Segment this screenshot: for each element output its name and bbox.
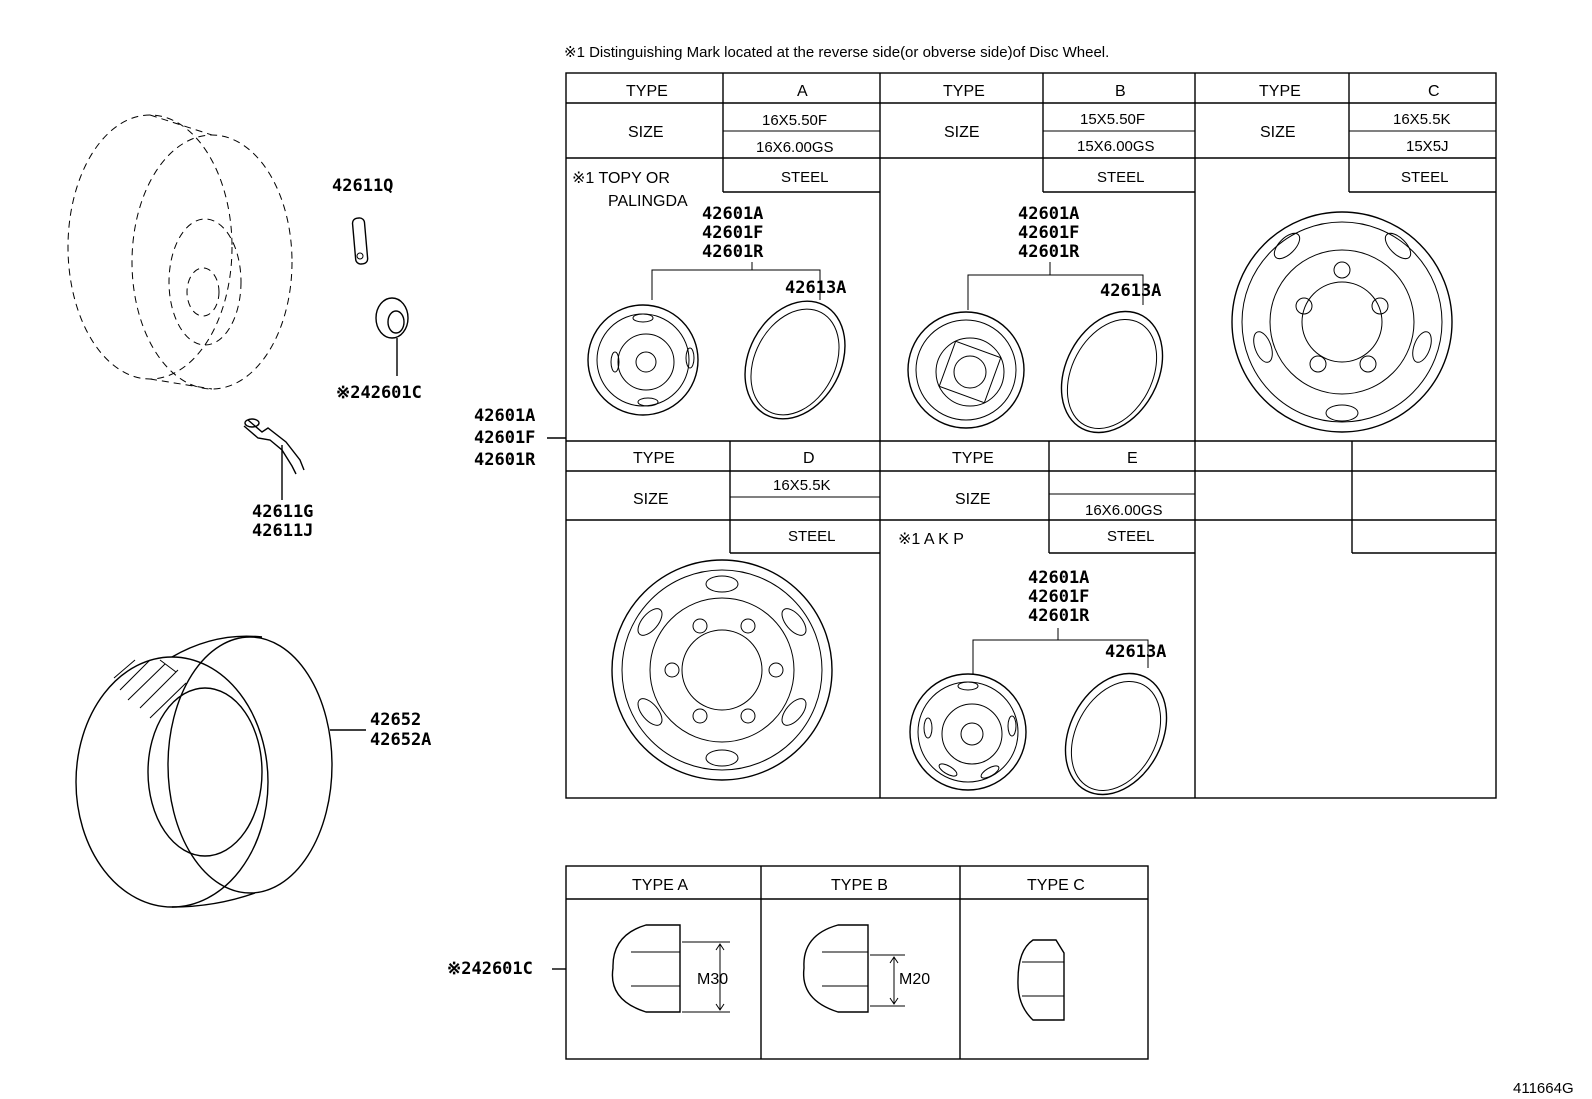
nut-type-c-label: TYPE C (1027, 877, 1085, 894)
size-e-label: SIZE (955, 491, 991, 508)
wheel-type-d-icon (611, 559, 833, 781)
pn-b-1: 42601A (1018, 204, 1079, 224)
type-b-value: B (1115, 83, 1126, 100)
pn-a-2: 42601F (702, 223, 763, 243)
size-b-2: 15X6.00GS (1077, 138, 1155, 155)
tire-icon (75, 635, 366, 908)
pn-b-3: 42601R (1018, 242, 1080, 262)
nut-type-b-icon (802, 924, 905, 1013)
size-b-1: 15X5.50F (1080, 111, 1145, 128)
part-number-wheel-ref-2: 42601F (474, 428, 535, 448)
size-c-1: 16X5.5K (1393, 111, 1451, 128)
ring-e: 42613A (1105, 642, 1166, 662)
nut-type-a-label: TYPE A (632, 877, 688, 894)
nut-dim-a: M30 (697, 971, 728, 988)
type-a-value: A (797, 83, 808, 100)
size-a-2: 16X6.00GS (756, 139, 834, 156)
nut-dim-b: M20 (899, 971, 930, 988)
size-a-1: 16X5.50F (762, 112, 827, 129)
mark-a-2: PALINGDA (608, 193, 688, 210)
type-c-label: TYPE (1259, 83, 1301, 100)
part-number-valve-2: 42611J (252, 521, 313, 541)
disc-wheel-outline (67, 114, 293, 390)
material-a: STEEL (781, 169, 829, 186)
size-c-2: 15X5J (1406, 138, 1449, 155)
ring-b: 42613A (1100, 281, 1161, 301)
pn-e-1: 42601A (1028, 568, 1089, 588)
size-d-1: 16X5.5K (773, 477, 831, 494)
pn-e-2: 42601F (1028, 587, 1089, 607)
part-number-tire-2: 42652A (370, 730, 431, 750)
material-e: STEEL (1107, 528, 1155, 545)
type-d-label: TYPE (633, 450, 675, 467)
type-c-value: C (1428, 83, 1440, 100)
wheel-table-grid (565, 72, 1497, 799)
material-d: STEEL (788, 528, 836, 545)
lug-nut-icon (375, 297, 409, 376)
valve-cap-icon (351, 217, 369, 265)
type-b-label: TYPE (943, 83, 985, 100)
wheel-type-a-icon (587, 262, 846, 420)
size-b-label: SIZE (944, 124, 980, 141)
part-number-wheel-ref-1: 42601A (474, 406, 535, 426)
ring-a: 42613A (785, 278, 846, 298)
nut-type-b-label: TYPE B (831, 877, 888, 894)
material-c: STEEL (1401, 169, 1449, 186)
size-d-label: SIZE (633, 491, 669, 508)
size-c-label: SIZE (1260, 124, 1296, 141)
type-e-value: E (1127, 450, 1138, 467)
pn-a-1: 42601A (702, 204, 763, 224)
nut-type-a-icon (611, 924, 730, 1013)
type-e-label: TYPE (952, 450, 994, 467)
material-b: STEEL (1097, 169, 1145, 186)
size-a-label: SIZE (628, 124, 664, 141)
part-number-valve-cap: 42611Q (332, 176, 393, 196)
drawing-id: 411664G (1513, 1080, 1574, 1097)
valve-stem-icon (243, 418, 305, 500)
nut-type-c-icon (1017, 939, 1065, 1021)
part-number-tire-1: 42652 (370, 710, 421, 730)
mark-e: ※1 A K P (898, 531, 964, 548)
pn-a-3: 42601R (702, 242, 764, 262)
part-number-valve-1: 42611G (252, 502, 313, 522)
type-a-label: TYPE (626, 83, 668, 100)
part-number-lug-nut: ※242601C (336, 383, 422, 403)
wheel-type-e-icon (909, 628, 1168, 796)
wheel-type-b-icon (907, 262, 1164, 434)
distinguishing-mark-note: ※1 Distinguishing Mark located at the re… (564, 44, 1109, 61)
mark-a-1: ※1 TOPY OR (572, 170, 670, 187)
size-e-2: 16X6.00GS (1085, 502, 1163, 519)
part-number-wheel-ref-3: 42601R (474, 450, 536, 470)
wheel-type-c-icon (1231, 211, 1453, 433)
nut-table-grid (565, 865, 1149, 1060)
pn-e-3: 42601R (1028, 606, 1090, 626)
type-d-value: D (803, 450, 815, 467)
pn-b-2: 42601F (1018, 223, 1079, 243)
part-number-nut-ref: ※242601C (447, 959, 533, 979)
